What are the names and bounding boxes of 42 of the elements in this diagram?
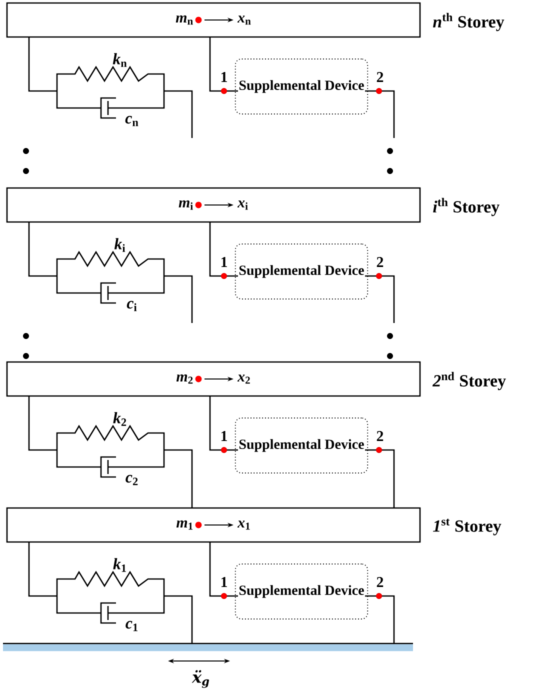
ground [3, 642, 413, 652]
connector-line [209, 222, 238, 277]
floor-slab: m$_{n}$ x$_{n}$ [6, 2, 421, 38]
connector-line [209, 542, 238, 597]
floor-slab: m$_{1}$ x$_{1}$ [6, 507, 421, 543]
spring-dashpot [28, 395, 193, 509]
storey-label: 2$^{nd}$ Storey [432, 372, 506, 390]
device-box: Supplemental Device [234, 244, 368, 300]
ground-acceleration-label: ẍ$_{g}$ [192, 670, 210, 688]
device-box: Supplemental Device [234, 58, 368, 114]
connector-line [209, 396, 238, 451]
spring-label: k$_{1}$ [113, 558, 126, 572]
dashpot-label: c$_{n}$ [125, 116, 138, 126]
port-label: 1 [221, 72, 227, 82]
device-box: Supplemental Device [234, 564, 368, 620]
storey-label: 1$^{st}$ Storey [433, 518, 502, 536]
port-label: 2 [376, 72, 384, 82]
port-label: 1 [221, 431, 227, 441]
spring-dashpot [28, 221, 193, 324]
port-label: 2 [376, 257, 384, 267]
floor-slab: m$_{i}$ x$_{i}$ [6, 187, 421, 223]
connector-line [365, 449, 395, 508]
spring-label: k$_{2}$ [113, 412, 126, 426]
port-label: 1 [221, 257, 227, 267]
spring-label: k$_{n}$ [112, 53, 127, 67]
connector-line [365, 595, 395, 644]
port-label: 2 [376, 577, 384, 587]
dashpot-label: c$_{i}$ [126, 300, 137, 312]
storey-label: n$^{th}$ Storey [433, 12, 504, 32]
connector-line [209, 37, 238, 92]
port-label: 1 [221, 577, 227, 587]
spring-dashpot [28, 36, 193, 139]
device-box: Supplemental Device [234, 418, 368, 474]
spring-label: k$_{i}$ [114, 238, 126, 252]
spring-dashpot [28, 541, 193, 644]
port-label: 2 [376, 431, 384, 441]
connector-line [365, 275, 395, 323]
storey-label: i$^{th}$ Storey [433, 198, 500, 216]
connector-line [365, 90, 395, 138]
floor-slab: m$_{2}$ x$_{2}$ [6, 361, 421, 397]
dashpot-label: c$_{2}$ [126, 474, 138, 486]
dashpot-label: c$_{1}$ [126, 620, 138, 632]
